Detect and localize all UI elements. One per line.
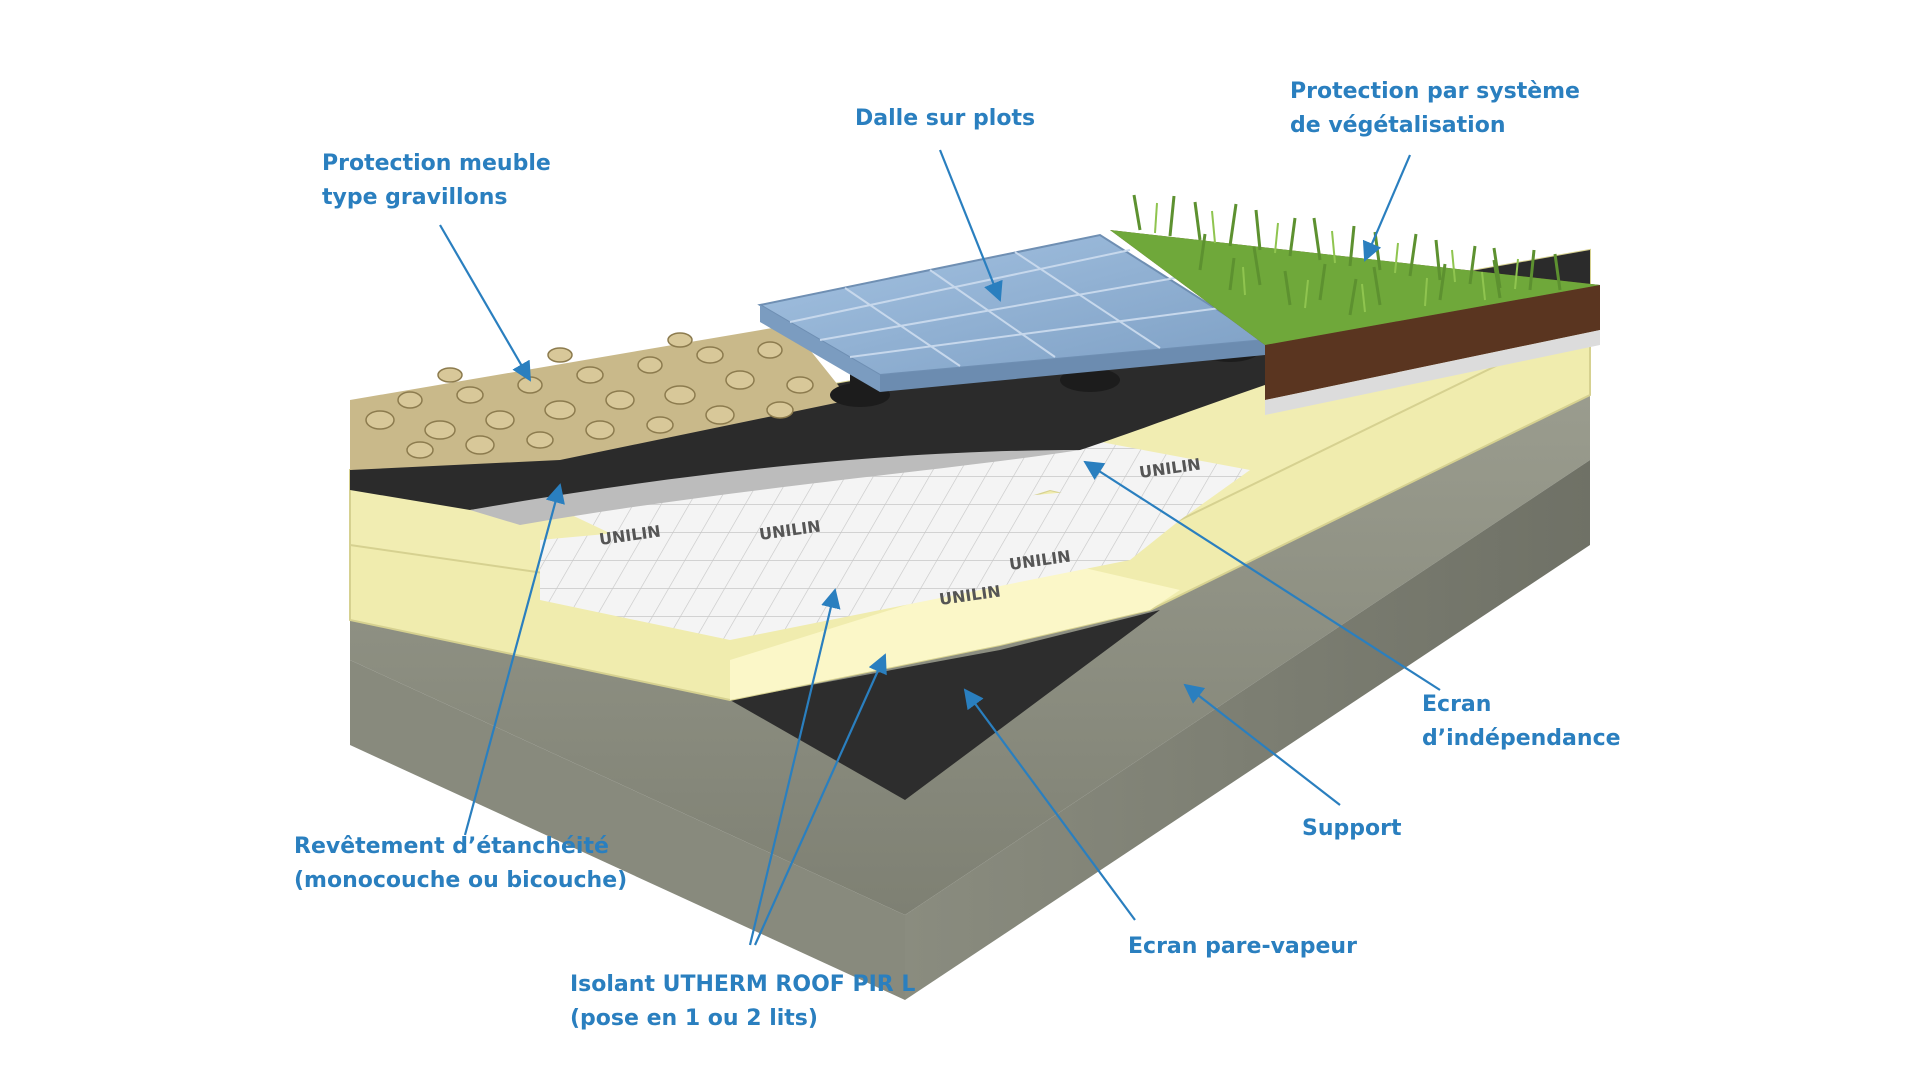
label-support: Support bbox=[1302, 812, 1401, 846]
label-line: Ecran bbox=[1422, 692, 1492, 717]
label-line: de végétalisation bbox=[1290, 113, 1506, 138]
label-line: Protection par système bbox=[1290, 79, 1580, 104]
label-gravel-protection: Protection meuble type gravillons bbox=[322, 147, 551, 215]
arrow-insulation-1 bbox=[748, 588, 841, 946]
label-separation-layer: Ecran d’indépendance bbox=[1422, 688, 1621, 756]
arrow-insulation-2 bbox=[753, 653, 887, 946]
arrow-waterproofing bbox=[463, 483, 565, 836]
label-line: (pose en 1 ou 2 lits) bbox=[570, 1006, 818, 1031]
arrow-gravel bbox=[439, 224, 531, 382]
arrow-slab bbox=[938, 149, 1003, 302]
label-line: Isolant UTHERM ROOF PIR L bbox=[570, 972, 916, 997]
label-vapour-barrier: Ecran pare-vapeur bbox=[1128, 930, 1357, 964]
paving-slabs bbox=[757, 233, 1269, 392]
vapour-barrier-layer bbox=[730, 610, 1160, 800]
label-insulation: Isolant UTHERM ROOF PIR L (pose en 1 ou … bbox=[570, 968, 915, 1036]
label-line: Support bbox=[1302, 816, 1402, 841]
label-waterproofing: Revêtement d’étanchéité (monocouche ou b… bbox=[294, 830, 627, 898]
arrow-separation bbox=[1083, 460, 1441, 691]
label-line: Revêtement d’étanchéité bbox=[294, 834, 609, 859]
label-line: (monocouche ou bicouche) bbox=[294, 868, 628, 893]
label-line: Dalle sur plots bbox=[855, 106, 1036, 131]
label-line: Protection meuble bbox=[322, 151, 551, 176]
leader-arrows bbox=[439, 149, 1441, 946]
arrow-vapour bbox=[963, 688, 1136, 921]
label-slab: Dalle sur plots bbox=[855, 102, 1035, 136]
label-line: Ecran pare-vapeur bbox=[1128, 934, 1357, 959]
label-green-roof: Protection par système de végétalisation bbox=[1290, 75, 1580, 143]
label-line: d’indépendance bbox=[1422, 726, 1621, 751]
green-roof-layer bbox=[1110, 194, 1600, 415]
arrow-support bbox=[1183, 683, 1341, 806]
gravel-layer bbox=[350, 325, 850, 470]
arrow-green bbox=[1362, 154, 1412, 262]
label-line: type gravillons bbox=[322, 185, 508, 210]
